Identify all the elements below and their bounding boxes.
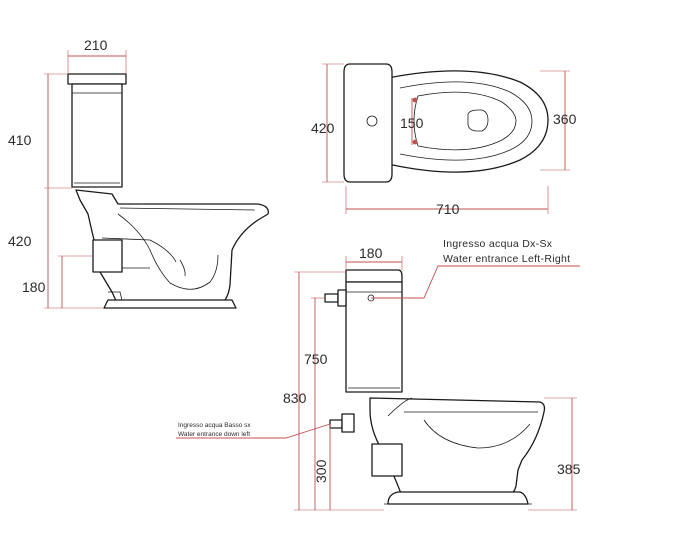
note-lower-english: Water entrance down left (178, 431, 250, 438)
dim-front-total-height: 830 (283, 390, 307, 406)
dim-front-lower-inlet: 300 (313, 459, 329, 483)
dim-side-width: 210 (84, 37, 108, 53)
dim-side-bowl-height: 420 (8, 233, 32, 249)
dim-side-tank-height: 410 (8, 132, 32, 148)
dim-top-hole-spacing: 150 (400, 115, 424, 131)
side-view: 210 410 420 180 (8, 37, 269, 309)
note-upper-english: Water entrance Left-Right (443, 253, 570, 265)
dim-top-tank-depth: 420 (311, 120, 335, 136)
dim-top-length: 710 (436, 201, 460, 217)
dim-side-inlet-height: 180 (22, 279, 46, 295)
front-view: 180 830 750 300 385 Ingresso acqua Dx-Sx… (176, 238, 581, 511)
dim-front-rim-height: 385 (557, 461, 581, 477)
note-lower-italian: Ingresso acqua Basso sx (178, 422, 251, 429)
dim-top-bowl-width: 360 (553, 111, 577, 127)
dim-front-tank-depth: 180 (359, 245, 383, 261)
note-upper-italian: Ingresso acqua Dx-Sx (443, 238, 553, 250)
top-view: 420 150 360 710 (311, 63, 577, 217)
dim-front-upper-inlet: 750 (304, 351, 328, 367)
